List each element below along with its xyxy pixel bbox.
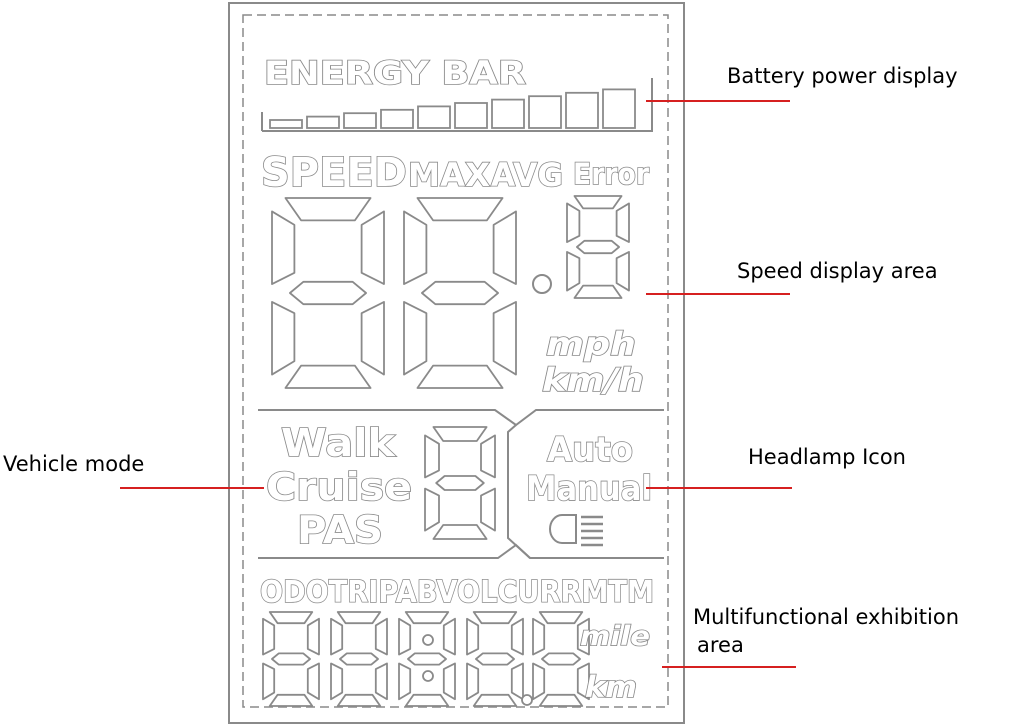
odometer-colon-top: [422, 634, 434, 646]
manual-label: Manual: [526, 469, 652, 509]
km-label: km: [585, 670, 637, 704]
kmh-label: km/h: [542, 361, 644, 399]
mph-label: mph: [546, 325, 636, 363]
odometer-digit: [398, 611, 456, 707]
lower-divider: [258, 543, 664, 559]
callout-speed: Speed display area: [737, 259, 938, 283]
speed-digit-tens: [271, 197, 385, 389]
odometer-digits: [262, 611, 590, 707]
odometer-decimal-point: [521, 694, 533, 706]
odometer-digit: [262, 611, 320, 707]
speed-digit-tenths: [566, 195, 630, 299]
odometer-colon-bottom: [422, 670, 434, 682]
speed-decimal-point: [532, 274, 552, 294]
energy-bar-baseline: [261, 78, 653, 132]
lcd-inner-frame: [242, 14, 669, 708]
callout-multifunctional-line1: Multifunctional exhibition: [693, 605, 960, 629]
energy-bar-segment: [602, 88, 636, 129]
energy-bar-segment: [491, 98, 525, 129]
cruise-label: Cruise: [266, 465, 412, 509]
callout-vehicle-mode: Vehicle mode: [3, 452, 145, 476]
energy-bar-segment: [565, 91, 599, 129]
energy-bar-segment: [269, 119, 303, 129]
callout-headlamp: Headlamp Icon: [748, 445, 906, 469]
odometer-digit: [466, 611, 524, 707]
callout-multifunctional-line2: area: [697, 633, 744, 657]
odometer-digit: [330, 611, 388, 707]
energy-bar-segment: [454, 102, 488, 129]
energy-bar-segment: [528, 95, 562, 129]
energy-bar-segment: [306, 115, 340, 129]
energy-bar-segment: [343, 112, 377, 129]
speed-label: SPEED: [261, 150, 407, 196]
odometer-digit: [532, 611, 590, 707]
avg-label: AVG: [491, 156, 563, 194]
headlamp-icon: [549, 514, 603, 547]
walk-label: Walk: [281, 421, 396, 465]
pas-label: PAS: [297, 508, 383, 552]
pas-level-digit: [424, 426, 496, 540]
error-label: Error: [573, 157, 650, 191]
energy-bar-label: ENERGY BAR: [264, 54, 526, 92]
callout-lines: [120, 100, 796, 668]
info-labels: ODOTRIPABVOLCURRMTM: [260, 575, 654, 610]
speed-digits: [271, 195, 630, 389]
callout-battery: Battery power display: [727, 64, 958, 88]
mile-label: mile: [580, 621, 650, 652]
speed-digit-ones: [403, 197, 517, 389]
max-label: MAX: [408, 156, 490, 194]
lcd-outer-frame: [228, 2, 685, 724]
energy-bar-segment: [417, 105, 451, 129]
energy-bar: [261, 78, 653, 132]
auto-label: Auto: [547, 430, 633, 470]
pas-digit: [424, 426, 496, 540]
energy-bar-segment: [380, 108, 414, 129]
